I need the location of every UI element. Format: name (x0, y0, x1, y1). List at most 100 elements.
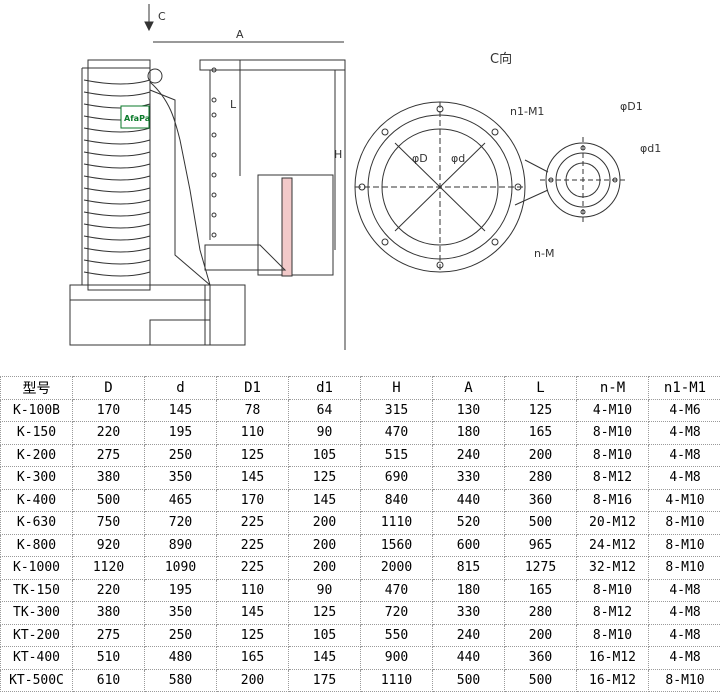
table-cell: 90 (288, 578, 361, 602)
table-cell: K-200 (0, 443, 73, 467)
table-cell: 200 (288, 511, 361, 535)
table-cell: 280 (504, 601, 577, 625)
table-cell: 330 (432, 466, 505, 490)
table-cell: 240 (432, 623, 505, 647)
table-cell: 220 (72, 421, 145, 445)
table-cell: 195 (144, 578, 217, 602)
insulator-body (69, 59, 211, 346)
dim-label-H: H (334, 148, 342, 161)
table-cell: 690 (360, 466, 433, 490)
table-cell: 105 (288, 443, 361, 467)
dim-label-A: A (236, 28, 244, 41)
table-cell: 8-M12 (576, 601, 649, 625)
header-A: A (432, 376, 505, 400)
table-cell: 180 (432, 421, 505, 445)
table-cell: KT-400 (0, 646, 73, 670)
logo-text: AfaPa (124, 114, 150, 123)
table-cell: 125 (216, 623, 289, 647)
view-title: C向 (490, 51, 512, 67)
table-cell: 470 (360, 578, 433, 602)
header-H: H (360, 376, 433, 400)
table-cell: 480 (144, 646, 217, 670)
table-cell: 8-M10 (576, 623, 649, 647)
table-cell: 125 (504, 398, 577, 422)
table-cell: 1275 (504, 556, 577, 580)
table-cell: 500 (72, 488, 145, 512)
table-cell: 4-M8 (648, 466, 721, 490)
table-cell: 125 (288, 601, 361, 625)
dim-label-d1: φd1 (640, 142, 661, 155)
table-cell: 4-M6 (648, 398, 721, 422)
table-cell: 8-M10 (648, 556, 721, 580)
table-cell: 275 (72, 623, 145, 647)
bolt-label-n1M1: n1-M1 (510, 105, 544, 118)
table-cell: 24-M12 (576, 533, 649, 557)
table-cell: 1120 (72, 556, 145, 580)
table-cell: 20-M12 (576, 511, 649, 535)
dim-label-d: φd (451, 152, 465, 165)
table-cell: 180 (432, 578, 505, 602)
table-cell: 110 (216, 421, 289, 445)
table-cell: 360 (504, 488, 577, 512)
table-cell: 4-M10 (576, 398, 649, 422)
table-cell: 500 (504, 668, 577, 692)
table-cell: 965 (504, 533, 577, 557)
table-cell: 125 (288, 466, 361, 490)
small-flange (514, 137, 626, 223)
table-cell: K-800 (0, 533, 73, 557)
table-cell: 32-M12 (576, 556, 649, 580)
table-cell: TK-150 (0, 578, 73, 602)
table-header-row: 型号 D d D1 d1 H A L n-M n1-M1 (0, 376, 721, 400)
table-cell: 380 (72, 601, 145, 625)
table-cell: 750 (72, 511, 145, 535)
table-cell: 250 (144, 443, 217, 467)
table-cell: 720 (144, 511, 217, 535)
table-cell: 220 (72, 578, 145, 602)
table-cell: 1110 (360, 511, 433, 535)
table-cell: 815 (432, 556, 505, 580)
table-cell: K-100B (0, 398, 73, 422)
header-d1: d1 (288, 376, 361, 400)
arrow-head-icon (144, 21, 154, 32)
table-cell: KT-200 (0, 623, 73, 647)
table-cell: 350 (144, 466, 217, 490)
main-cylinder (149, 59, 346, 346)
header-D1: D1 (216, 376, 289, 400)
table-cell: 8-M10 (648, 511, 721, 535)
table-cell: 380 (72, 466, 145, 490)
table-cell: 64 (288, 398, 361, 422)
header-D: D (72, 376, 145, 400)
table-cell: 200 (504, 623, 577, 647)
header-L: L (504, 376, 577, 400)
table-cell: 890 (144, 533, 217, 557)
table-cell: 170 (216, 488, 289, 512)
table-cell: 225 (216, 556, 289, 580)
table-cell: 240 (432, 443, 505, 467)
table-cell: 130 (432, 398, 505, 422)
terminal-knob (147, 68, 163, 84)
table-cell: 78 (216, 398, 289, 422)
table-cell: 165 (504, 578, 577, 602)
table-cell: 200 (288, 556, 361, 580)
table-cell: 110 (216, 578, 289, 602)
table-cell: K-1000 (0, 556, 73, 580)
table-cell: 8-M10 (576, 578, 649, 602)
table-cell: K-400 (0, 488, 73, 512)
view-arrow-label: C (158, 10, 166, 23)
table-cell: 520 (432, 511, 505, 535)
table-cell: 510 (72, 646, 145, 670)
table-cell: 4-M8 (648, 601, 721, 625)
table-cell: 200 (504, 443, 577, 467)
table-cell: 600 (432, 533, 505, 557)
table-cell: 440 (432, 488, 505, 512)
table-cell: 8-M10 (648, 533, 721, 557)
table-cell: 4-M8 (648, 623, 721, 647)
table-cell: TK-300 (0, 601, 73, 625)
table-cell: 515 (360, 443, 433, 467)
